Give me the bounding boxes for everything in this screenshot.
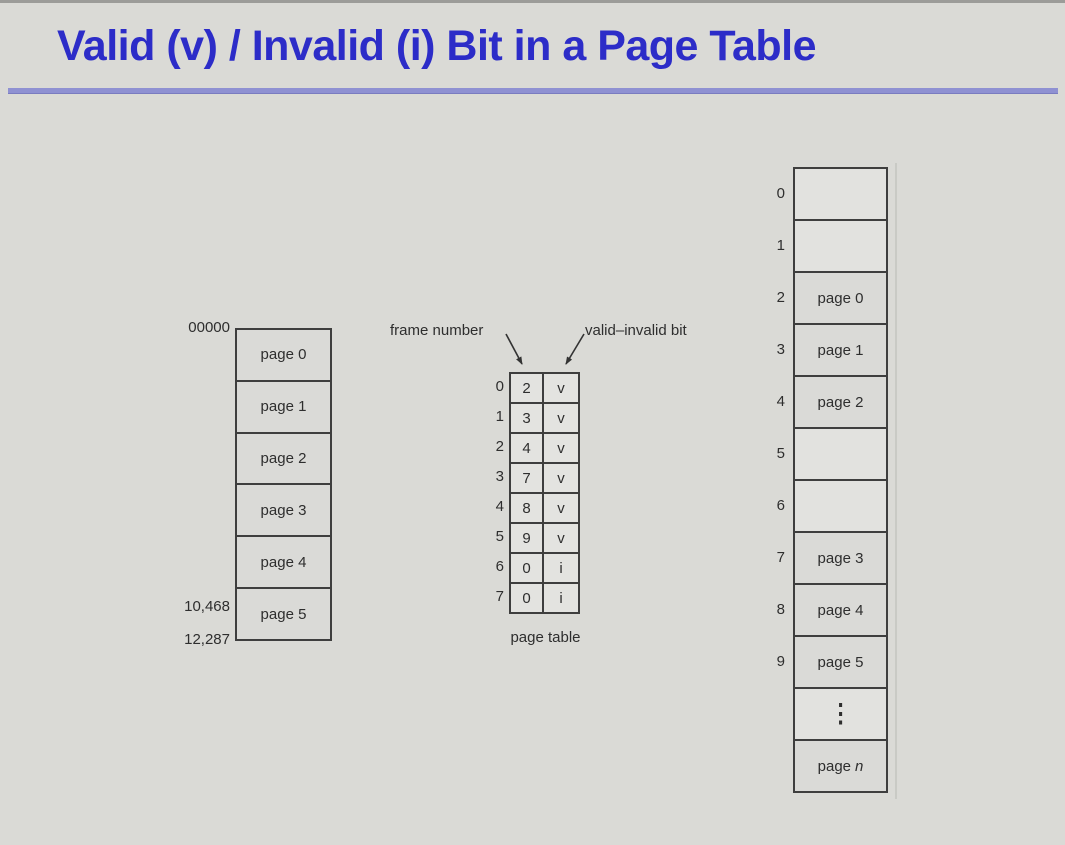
pt-row-index: 5 bbox=[495, 528, 504, 545]
frame-cell: page 2 bbox=[795, 377, 886, 427]
valid-bit-cell: i bbox=[544, 584, 578, 612]
frame-cell: page 0 bbox=[795, 273, 886, 323]
frame-index: 2 bbox=[776, 289, 785, 306]
frame-index: 7 bbox=[776, 549, 785, 566]
frame-cell bbox=[795, 169, 886, 219]
frame-index: 6 bbox=[776, 497, 785, 514]
logical-memory-column: page 0 page 1 page 2 page 3 page 4 page … bbox=[235, 328, 332, 641]
address-label-top: 00000 bbox=[188, 319, 230, 336]
frame-cell bbox=[795, 221, 886, 271]
pt-row-index: 4 bbox=[495, 498, 504, 515]
valid-invalid-arrow bbox=[565, 333, 585, 365]
page-table-grid: 2 v 3 v 4 v 7 v 8 v 9 v 0 i 0 i bbox=[509, 372, 580, 614]
logical-page-cell: page 4 bbox=[237, 537, 330, 588]
logical-page-cell: page 0 bbox=[237, 330, 330, 380]
frame-number-arrow bbox=[505, 333, 523, 365]
frame-cell: page 5 bbox=[795, 637, 886, 687]
title-underline bbox=[8, 88, 1058, 94]
logical-page-cell: page 2 bbox=[237, 433, 330, 484]
frame-cell: page 3 bbox=[795, 533, 886, 583]
logical-page-cell: page 5 bbox=[237, 589, 330, 639]
pt-row-index: 6 bbox=[495, 558, 504, 575]
annotation-arrows bbox=[505, 333, 585, 365]
frame-number-cell: 7 bbox=[511, 464, 542, 492]
valid-bit-cell: v bbox=[544, 374, 578, 402]
logical-page-cell: page 1 bbox=[237, 381, 330, 432]
valid-invalid-bit-label: valid–invalid bit bbox=[585, 322, 687, 339]
vertical-ellipsis: ⋮ bbox=[829, 699, 852, 728]
address-label-end: 12,287 bbox=[184, 631, 230, 648]
frame-index: 8 bbox=[776, 601, 785, 618]
pt-row-index: 3 bbox=[495, 468, 504, 485]
logical-page-cell: page 3 bbox=[237, 485, 330, 536]
frame-number-cell: 2 bbox=[511, 374, 542, 402]
valid-bit-cell: v bbox=[544, 434, 578, 462]
page-table-caption: page table bbox=[510, 629, 581, 646]
frame-cell: page 4 bbox=[795, 585, 886, 635]
frame-index: 4 bbox=[776, 393, 785, 410]
frame-index: 0 bbox=[776, 185, 785, 202]
physical-memory-column: page 0 page 1 page 2 page 3 page 4 page … bbox=[793, 167, 888, 793]
frame-number-cell: 0 bbox=[511, 584, 542, 612]
pt-row-index: 1 bbox=[495, 408, 504, 425]
page-title: Valid (v) / Invalid (i) Bit in a Page Ta… bbox=[57, 22, 817, 70]
frame-number-cell: 3 bbox=[511, 404, 542, 432]
frame-cell-ellipsis: ⋮ bbox=[795, 689, 886, 739]
frame-number-cell: 4 bbox=[511, 434, 542, 462]
frame-number-cell: 8 bbox=[511, 494, 542, 522]
valid-bit-cell: i bbox=[544, 554, 578, 582]
valid-bit-cell: v bbox=[544, 494, 578, 522]
frame-index: 9 bbox=[776, 653, 785, 670]
column-shadow-line bbox=[895, 163, 897, 799]
frame-cell: page 1 bbox=[795, 325, 886, 375]
pt-row-index: 2 bbox=[495, 438, 504, 455]
frame-cell-page-n: page n bbox=[795, 741, 886, 791]
frame-number-label: frame number bbox=[390, 322, 484, 339]
frame-index: 5 bbox=[776, 445, 785, 462]
frame-number-cell: 9 bbox=[511, 524, 542, 552]
frame-cell bbox=[795, 481, 886, 531]
valid-bit-cell: v bbox=[544, 524, 578, 552]
frame-cell bbox=[795, 429, 886, 479]
frame-number-cell: 0 bbox=[511, 554, 542, 582]
valid-bit-cell: v bbox=[544, 404, 578, 432]
top-edge-line bbox=[0, 0, 1065, 3]
page-n-text: page bbox=[817, 757, 852, 775]
valid-bit-cell: v bbox=[544, 464, 578, 492]
pt-row-index: 0 bbox=[495, 378, 504, 395]
page-n-italic: n bbox=[855, 757, 864, 775]
frame-index: 1 bbox=[776, 237, 785, 254]
pt-row-index: 7 bbox=[495, 588, 504, 605]
frame-index: 3 bbox=[776, 341, 785, 358]
address-label-page5: 10,468 bbox=[184, 598, 230, 615]
